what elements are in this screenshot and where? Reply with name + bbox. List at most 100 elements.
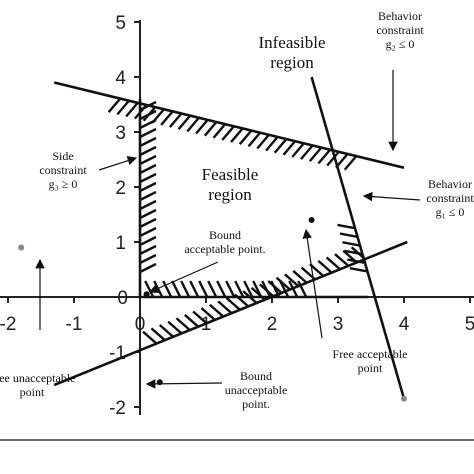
hatch-mark-g2 bbox=[343, 155, 358, 171]
hatch-mark-g2 bbox=[326, 151, 340, 167]
hatch-mark-side-y bbox=[225, 280, 236, 298]
annotation-label: Bound bbox=[209, 228, 241, 242]
annotation-label: point bbox=[358, 361, 383, 375]
x-tick-label: -2 bbox=[0, 314, 16, 335]
hatch-mark-g3 bbox=[209, 303, 225, 318]
hatch-mark-g3 bbox=[284, 273, 300, 288]
hatch-mark-side-x bbox=[139, 244, 157, 256]
annotation-label: g₂ ≤ 0 bbox=[386, 37, 415, 51]
y-tick-label: 2 bbox=[115, 178, 126, 199]
annotation-label: constraint bbox=[426, 191, 474, 205]
hatch-mark-g3 bbox=[334, 253, 350, 267]
hatch-mark-g3 bbox=[175, 317, 191, 331]
hatch-mark-side-y bbox=[252, 280, 263, 298]
y-tick-label: 4 bbox=[115, 68, 126, 89]
design-point bbox=[18, 244, 25, 251]
hatch-mark-side-y bbox=[171, 280, 182, 298]
hatch-mark-g2 bbox=[238, 129, 253, 145]
y-tick-label: 3 bbox=[115, 123, 126, 144]
hatch-mark-g2 bbox=[273, 138, 288, 154]
hatch-mark-g2 bbox=[230, 127, 244, 143]
x-tick-label: 2 bbox=[267, 314, 278, 335]
hatch-mark-side-y bbox=[261, 280, 272, 298]
hatch-mark-g3 bbox=[158, 324, 174, 338]
hatch-mark-side-x bbox=[139, 235, 157, 247]
hatch-mark-g3 bbox=[167, 320, 183, 335]
annotation-label: g₁ ≤ 0 bbox=[436, 205, 465, 219]
hatch-mark-side-y bbox=[162, 280, 173, 298]
hatch-mark-g2 bbox=[186, 116, 200, 133]
hatch-mark-g2 bbox=[168, 112, 183, 128]
annotation-arrows bbox=[35, 70, 421, 389]
x-tick-label: 0 bbox=[135, 314, 146, 335]
hatch-mark-g1 bbox=[339, 232, 358, 239]
hatch-mark-g2 bbox=[291, 142, 305, 158]
hatch-mark-side-y bbox=[207, 280, 218, 298]
hatch-mark-side-x bbox=[139, 136, 157, 148]
annotation-label: Behavior bbox=[428, 177, 472, 191]
hatch-mark-side-x bbox=[139, 154, 157, 166]
hatch-mark-g3 bbox=[342, 249, 358, 264]
hatch-mark-g1 bbox=[342, 241, 361, 247]
x-tick-label: -1 bbox=[66, 314, 83, 335]
hatch-mark-g2 bbox=[265, 136, 279, 152]
hatch-mark-side-y bbox=[189, 280, 200, 298]
annotation-label: region bbox=[270, 53, 314, 72]
hatch-mark-side-y bbox=[234, 280, 245, 298]
annotation-label: Bound bbox=[240, 369, 272, 383]
x-tick-label: 3 bbox=[333, 314, 344, 335]
hatch-mark-g2 bbox=[116, 99, 130, 116]
hatch-mark-side-x bbox=[139, 118, 157, 130]
hatch-mark-side-x bbox=[139, 190, 157, 202]
hatch-mark-g3 bbox=[275, 276, 291, 291]
annotation-label: point bbox=[20, 385, 45, 399]
annotation-label: constraint bbox=[39, 163, 87, 177]
annotation-label: Free unacceptable bbox=[0, 371, 75, 385]
hatch-mark-side-y bbox=[243, 280, 254, 298]
x-tick-label: 4 bbox=[399, 314, 410, 335]
hatch-mark-g2 bbox=[308, 146, 323, 163]
hatch-mark-g3 bbox=[225, 297, 241, 311]
annotation-label: point. bbox=[242, 397, 270, 411]
hatch-mark-g3 bbox=[142, 330, 158, 345]
hatch-mark-g2 bbox=[300, 144, 314, 160]
annotation-label: Infeasible bbox=[258, 33, 325, 52]
constraint-line-g2 bbox=[53, 81, 405, 170]
hatch-mark-side-x bbox=[139, 145, 157, 157]
design-point bbox=[401, 395, 407, 402]
hatch-mark-side-x bbox=[139, 127, 157, 139]
hatch-mark-side-y bbox=[297, 280, 308, 298]
constraint-line-g1 bbox=[310, 76, 406, 400]
hatch-mark-g3 bbox=[325, 256, 341, 271]
hatch-mark-g2 bbox=[125, 102, 139, 118]
hatch-mark-side-x bbox=[139, 262, 157, 274]
annotation-labels: InfeasibleregionFeasibleregionBehaviorco… bbox=[0, 9, 474, 411]
hatch-mark-g3 bbox=[309, 263, 325, 277]
design-points bbox=[18, 217, 407, 402]
y-tick-label: 0 bbox=[117, 288, 128, 309]
hatch-mark-g3 bbox=[183, 313, 200, 328]
annotation-arrow bbox=[145, 379, 223, 389]
annotation-label: constraint bbox=[376, 23, 424, 37]
constraint-lines bbox=[53, 76, 408, 400]
hatch-mark-g2 bbox=[221, 125, 235, 141]
hatch-mark-side-x bbox=[139, 109, 157, 121]
hatch-mark-g2 bbox=[160, 110, 174, 126]
y-tick-label: 5 bbox=[115, 13, 126, 34]
hatch-mark-side-y bbox=[216, 280, 227, 298]
annotation-label: Side bbox=[52, 149, 73, 163]
hatch-mark-side-x bbox=[139, 172, 157, 184]
hatch-mark-g2 bbox=[256, 134, 270, 150]
annotation-arrow bbox=[362, 191, 421, 202]
hatch-mark-g3 bbox=[192, 310, 208, 325]
hatch-mark-g1 bbox=[349, 267, 368, 273]
hatch-mark-side-x bbox=[139, 208, 157, 220]
annotation-label: g₃ ≥ 0 bbox=[49, 177, 78, 191]
annotation-label: region bbox=[208, 185, 252, 204]
constraint-line-g3 bbox=[53, 240, 408, 387]
hatch-mark-g2 bbox=[203, 121, 218, 137]
hatch-mark-side-x bbox=[139, 253, 157, 265]
x-tick-label: 5 bbox=[465, 314, 474, 335]
y-tick-label: -2 bbox=[109, 398, 126, 419]
